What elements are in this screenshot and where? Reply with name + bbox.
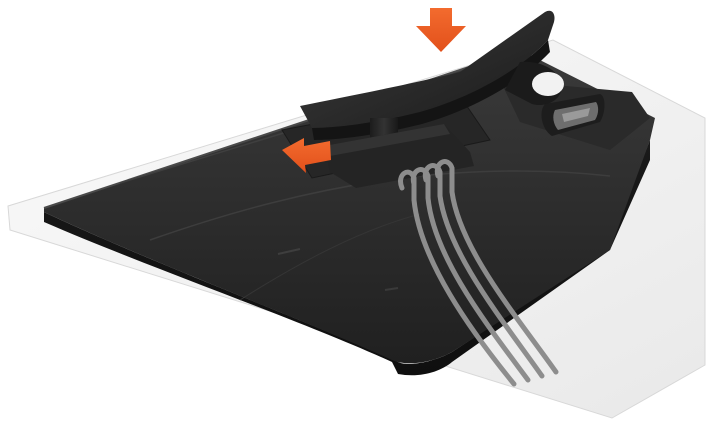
down-arrow-icon (416, 8, 466, 52)
